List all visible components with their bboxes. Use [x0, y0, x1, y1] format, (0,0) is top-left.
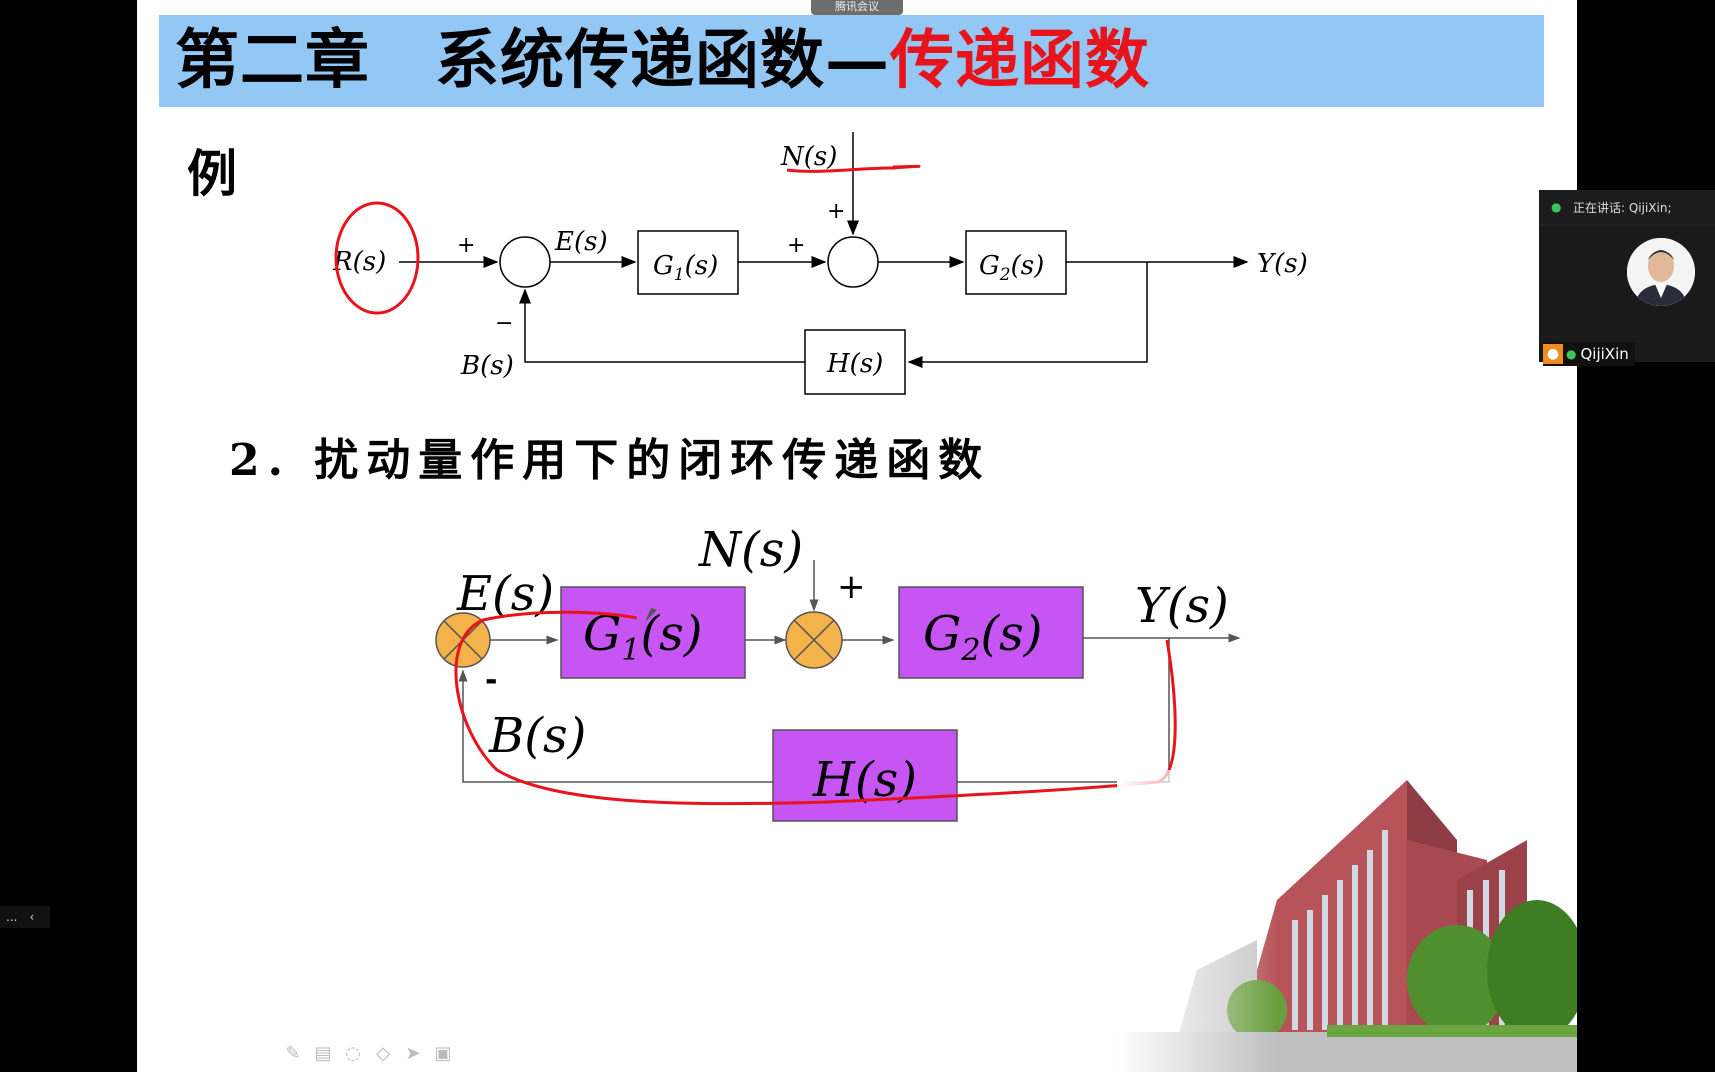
- pen-icon[interactable]: ✎: [285, 1042, 301, 1064]
- title-prefix: 第二章 系统传递函数—: [175, 23, 890, 98]
- title-bar: 第二章 系统传递函数—传递函数: [159, 15, 1544, 107]
- block-diagram-example: R(s) + − E(s) G1(s) + + N(s) G2(s) Y(s) …: [332, 132, 1308, 822]
- left-tab-text: ...: [6, 910, 18, 924]
- participant-avatar: [1627, 238, 1695, 306]
- section-heading: 2. 扰动量作用下的闭环传递函数: [229, 435, 991, 486]
- plus-sign-2: +: [787, 233, 805, 258]
- title-highlight: 传递函数: [890, 23, 1150, 98]
- g1-block-2: [560, 586, 746, 679]
- input-label: R(s): [332, 247, 386, 277]
- pen-cursor-icon: [645, 608, 657, 622]
- eraser-icon[interactable]: ◌: [345, 1042, 361, 1064]
- g1-label: G1(s): [653, 251, 718, 285]
- output-label-2: Y(s): [1135, 578, 1229, 634]
- summing-junction-1: [499, 236, 551, 288]
- disturbance-label-2: N(s): [698, 522, 803, 578]
- feedback-signal-label: B(s): [460, 351, 514, 381]
- feedback-path-in-2: [458, 669, 773, 783]
- participant-name: QijiXin: [1580, 345, 1629, 363]
- camera-icon[interactable]: ▣: [434, 1042, 452, 1064]
- feedback-path-in: [519, 288, 805, 363]
- g2-label: G2(s): [979, 251, 1044, 285]
- collapse-arrow-icon[interactable]: ‹: [29, 910, 35, 924]
- plus-sign-3: +: [827, 199, 845, 224]
- campus-building-image: [1117, 770, 1577, 1072]
- h-block: [804, 329, 906, 395]
- g2-label-2: G2(s): [923, 606, 1043, 668]
- error-label: E(s): [554, 227, 608, 257]
- speaking-text: 正在讲话: QijiXin;: [1573, 200, 1672, 215]
- plus-sign-1: +: [457, 233, 475, 258]
- participant-video[interactable]: ● ● QijiXin: [1539, 226, 1715, 366]
- participant-name-tag: ● ● QijiXin: [1543, 342, 1635, 366]
- annotation-circle: [334, 201, 420, 315]
- annotation-underline: [786, 164, 921, 173]
- summing-junction-2: [827, 236, 879, 288]
- mic-small-icon: ●: [1566, 347, 1577, 361]
- h-label: H(s): [826, 349, 883, 379]
- slide-title: 第二章 系统传递函数—传递函数: [175, 23, 1150, 99]
- highlighter-icon[interactable]: ◇: [376, 1042, 390, 1064]
- minus-sign-2: -: [485, 663, 497, 698]
- example-label: 例: [187, 144, 237, 203]
- meeting-app-label[interactable]: 腾讯会议: [811, 0, 903, 15]
- output-label: Y(s): [1257, 249, 1308, 279]
- g1-label-2: G1(s): [583, 606, 703, 668]
- left-collapse-tab[interactable]: ... ‹: [0, 906, 50, 928]
- mic-icon: ●: [1551, 200, 1562, 214]
- pointer-icon[interactable]: ➤: [405, 1042, 421, 1064]
- g2-block-2: [898, 586, 1084, 679]
- speaking-indicator: ● 正在讲话: QijiXin;: [1539, 190, 1715, 224]
- feedback-signal-label-2: B(s): [488, 708, 586, 764]
- h-block-2: [772, 729, 958, 822]
- slide: 第二章 系统传递函数—传递函数 例 2. 扰动量作用下的闭环传递函数 R(s) …: [137, 0, 1577, 1072]
- plus-sign-4: +: [837, 567, 866, 607]
- g1-block: [637, 230, 739, 295]
- person-icon: ●: [1543, 344, 1563, 364]
- screen-icon[interactable]: ▤: [314, 1042, 332, 1064]
- junction4-cross-b: [793, 619, 835, 661]
- g2-block: [965, 230, 1067, 295]
- disturbance-label: N(s): [780, 142, 837, 172]
- video-panel: ● 正在讲话: QijiXin; ● ● QijiXin: [1539, 190, 1715, 366]
- annotation-toolbar: ✎ ▤ ◌ ◇ ➤ ▣: [282, 1040, 472, 1066]
- minus-sign-1: −: [495, 311, 513, 336]
- feedback-path-out: [907, 262, 1148, 368]
